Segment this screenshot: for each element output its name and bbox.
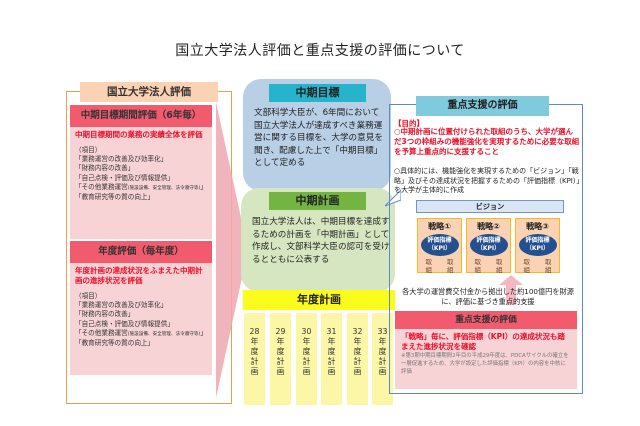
list-item: 「財務内容の改善」	[75, 164, 135, 173]
annual-evaluation-summary: 年度計画の達成状況をふまえた中期計画の進捗状況を評価	[75, 266, 203, 285]
strategy-label: 戦略①	[428, 222, 451, 231]
annual-evaluation-box: 年度評価（毎年度） 年度計画の達成状況をふまえた中期計画の進捗状況を評価 （項目…	[70, 241, 212, 375]
list-item: 「教育研究等の質の向上」	[75, 193, 155, 202]
annual-evaluation-items: （項目） 「業務運営の改善及び効率化」 「財務内容の改善」 「自己点検・評価及び…	[70, 290, 212, 350]
national-university-evaluation-header: 国立大学法人評価	[80, 82, 218, 102]
mid-term-evaluation-summary: 中期目標期間の業務の実績全体を評価	[75, 130, 203, 139]
evaluation-arrow-icon	[216, 102, 248, 398]
up-arrow-icon	[499, 275, 523, 305]
list-item: 「その他業務運営(施設設備、安全管理、法令遵守等)」	[75, 182, 207, 191]
list-item: 「業務運営の改善及び効率化」	[75, 155, 168, 164]
list-item: 「自己点検・評価及び情報提供」	[75, 173, 174, 182]
priority-evaluation-note: ※第3期中期目標期間2年目の平成29年度は、PDCAサイクルの確立を一層促進する…	[401, 353, 569, 375]
mid-term-evaluation-header: 中期目標期間評価（6年毎）	[70, 105, 212, 127]
items-label: （項目）	[75, 146, 102, 154]
priority-evaluation-summary: 「戦略」毎に、評価指標（KPI）の達成状況も踏まえた進捗状況を確認	[401, 332, 565, 351]
list-item: 「財務内容の改善」	[75, 310, 135, 319]
page-title: 国立大学法人評価と重点支援の評価について	[175, 43, 465, 59]
list-item: 「業務運営の改善及び効率化」	[75, 301, 168, 310]
purpose-text: ○中期計画に位置付けられた取組のうち、大学が選んだ3つの枠組みの機能強化を実現す…	[394, 127, 580, 157]
list-item: 「自己点検・評価及び情報提供」	[75, 319, 174, 328]
mid-term-plan-text: 国立大学法人は、中期目標を達成するための計画を「中期計画」として作成し、文部科学…	[252, 217, 390, 265]
strategy-2-box: 戦略② 評価指標（KPI） 取組取組	[466, 218, 511, 273]
strategy-3-box: 戦略③ 評価指標（KPI） 取組取組	[515, 218, 560, 273]
purpose-label: 【目的】	[394, 119, 424, 128]
items-label: （項目）	[75, 292, 102, 300]
actions: 取組取組	[474, 258, 503, 274]
kpi-badge: 評価指標（KPI）	[420, 234, 459, 256]
strategy-label: 戦略②	[477, 222, 500, 231]
mid-term-evaluation-box: 中期目標期間評価（6年毎） 中期目標期間の業務の実績全体を評価 （項目） 「業務…	[70, 105, 212, 239]
list-item: 「その他業務運営(施設設備、安全管理、法令遵守等)」	[75, 328, 207, 337]
list-item: 「教育研究等の質の向上」	[75, 339, 155, 348]
strategy-1-box: 戦略① 評価指標（KPI） 取組取組	[417, 218, 462, 273]
kpi-badge: 評価指標（KPI）	[469, 234, 508, 256]
mid-term-goal-header: 中期目標	[269, 84, 366, 102]
mid-term-plan-header: 中期計画	[269, 192, 366, 210]
mid-term-evaluation-items: （項目） 「業務運営の改善及び効率化」 「財務内容の改善」 「自己点検・評価及び…	[70, 144, 212, 204]
actions: 取組取組	[523, 258, 552, 274]
priority-evaluation-box: 重点支援の評価 「戦略」毎に、評価指標（KPI）の達成状況も踏まえた進捗状況を確…	[395, 311, 577, 389]
kpi-badge: 評価指標（KPI）	[518, 234, 557, 256]
detail-text: ○具体的には、機能強化を実現するための「ビジョン」「戦略」及びその達成状況を把握…	[394, 167, 580, 195]
actions: 取組取組	[425, 258, 454, 274]
priority-evaluation-header: 重点支援の評価	[395, 311, 577, 329]
annual-evaluation-header: 年度評価（毎年度）	[70, 241, 212, 263]
funding-text: 各大学の運営費交付金から拠出した約100億円を財源に、評価に基づき重点的支援	[402, 287, 574, 306]
mid-term-goal-text: 文部科学大臣が、6年間において国立大学法人が達成すべき業務運営に関する目標を、大…	[254, 108, 383, 168]
vision-box: ビジョン	[416, 200, 564, 213]
strategy-label: 戦略③	[526, 222, 549, 231]
priority-support-header: 重点支援の評価	[416, 96, 549, 116]
annual-plan-header: 年度計画	[243, 290, 395, 310]
